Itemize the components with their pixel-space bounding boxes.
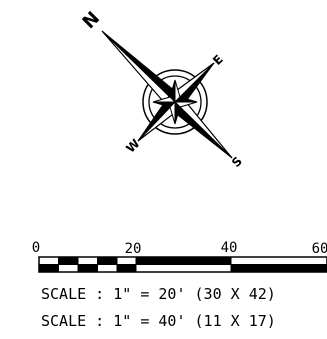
compass-rings bbox=[142, 69, 208, 135]
scale-cell bbox=[97, 256, 118, 265]
scale-note-11x17: SCALE : 1" = 40' (11 X 17) bbox=[41, 312, 276, 330]
scale-tick-label-20: 20 bbox=[125, 241, 142, 257]
scale-tick-label-60: 60 bbox=[312, 241, 327, 257]
scale-cell bbox=[58, 256, 79, 265]
scale-cell bbox=[116, 256, 137, 265]
scale-tick-label-0: 0 bbox=[32, 240, 40, 256]
scale-segment-20-40-top bbox=[135, 256, 232, 265]
scale-tick-label-40: 40 bbox=[221, 240, 238, 256]
scale-cell bbox=[116, 264, 137, 273]
south-label: S bbox=[229, 154, 245, 170]
scale-cell bbox=[38, 264, 59, 273]
scale-main-segments bbox=[135, 256, 327, 273]
compass-main-points bbox=[101, 30, 233, 159]
north-label: N bbox=[79, 8, 105, 34]
compass-point-north-light bbox=[101, 30, 176, 109]
scale-notes: SCALE : 1" = 20' (30 X 42) SCALE : 1" = … bbox=[41, 285, 276, 330]
north-arrow: N E S W bbox=[79, 8, 245, 170]
scale-bar-outline bbox=[38, 256, 327, 273]
scale-segment-20-40-bottom bbox=[135, 264, 232, 273]
compass-minor-point-left-light bbox=[152, 96, 177, 103]
compass-point-north-dark bbox=[101, 30, 182, 103]
scale-cell bbox=[77, 264, 98, 273]
scale-cell bbox=[97, 264, 118, 273]
scale-note-30x42: SCALE : 1" = 20' (30 X 42) bbox=[41, 285, 276, 303]
scale-segment-40-60-top bbox=[230, 256, 327, 265]
compass-inner-ring bbox=[148, 75, 202, 129]
scale-subdivisions bbox=[38, 256, 137, 273]
scale-cell bbox=[58, 264, 79, 273]
scale-cell bbox=[38, 256, 59, 265]
compass-minor-points bbox=[152, 79, 198, 125]
compass-outer-ring bbox=[142, 69, 208, 135]
scale-cell bbox=[77, 256, 98, 265]
scale-bar: 0 20 40 60 bbox=[32, 240, 327, 273]
scale-segment-40-60-bottom bbox=[230, 264, 327, 273]
